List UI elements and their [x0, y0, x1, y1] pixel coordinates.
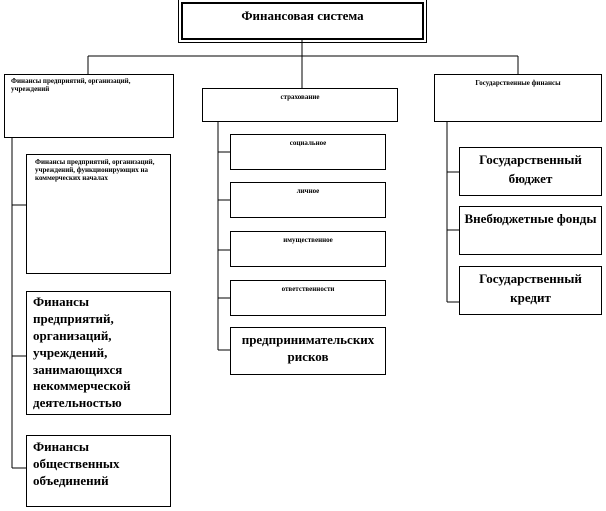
node-property: имущественное: [230, 231, 386, 267]
node-state-credit-label: Государственный кредит: [479, 271, 582, 305]
node-liability: ответственности: [230, 280, 386, 316]
branch-state: Государственные финансы: [434, 74, 602, 122]
root-title: Финансовая система: [241, 8, 364, 23]
branch-insurance-label: страхование: [280, 93, 320, 101]
branch-enterprises: Финансы предприятий, организаций, учрежд…: [4, 74, 174, 138]
node-entrepreneurial-risks: предпринимательских рисков: [230, 327, 386, 375]
node-social: социальное: [230, 134, 386, 170]
node-social-label: социальное: [289, 139, 327, 147]
node-personal-label: личное: [296, 187, 320, 195]
node-public-associations-label: Финансы общественных объединений: [33, 439, 120, 488]
branch-enterprises-label: Финансы предприятий, организаций, учрежд…: [11, 77, 131, 94]
root-node: Финансовая система: [178, 0, 427, 43]
node-extrabudgetary-funds-label: Внебюджетные фонды: [464, 211, 597, 226]
node-state-budget: Государственный бюджет: [459, 147, 602, 196]
node-noncommercial-label: Финансы предприятий, организаций, учрежд…: [33, 294, 131, 411]
branch-insurance: страхование: [202, 88, 398, 122]
node-state-credit: Государственный кредит: [459, 266, 602, 315]
node-personal: личное: [230, 182, 386, 218]
branch-state-label: Государственные финансы: [475, 79, 561, 87]
node-state-budget-label: Государственный бюджет: [479, 152, 582, 186]
node-extrabudgetary-funds: Внебюджетные фонды: [459, 206, 602, 255]
node-entrepreneurial-risks-label: предпринимательских рисков: [241, 332, 375, 364]
node-commercial: Финансы предприятий, организаций, учрежд…: [26, 154, 171, 274]
node-liability-label: ответственности: [281, 285, 335, 293]
node-noncommercial: Финансы предприятий, организаций, учрежд…: [26, 291, 171, 415]
node-commercial-label: Финансы предприятий, организаций, учрежд…: [35, 158, 155, 183]
node-public-associations: Финансы общественных объединений: [26, 435, 171, 507]
node-property-label: имущественное: [283, 236, 333, 244]
